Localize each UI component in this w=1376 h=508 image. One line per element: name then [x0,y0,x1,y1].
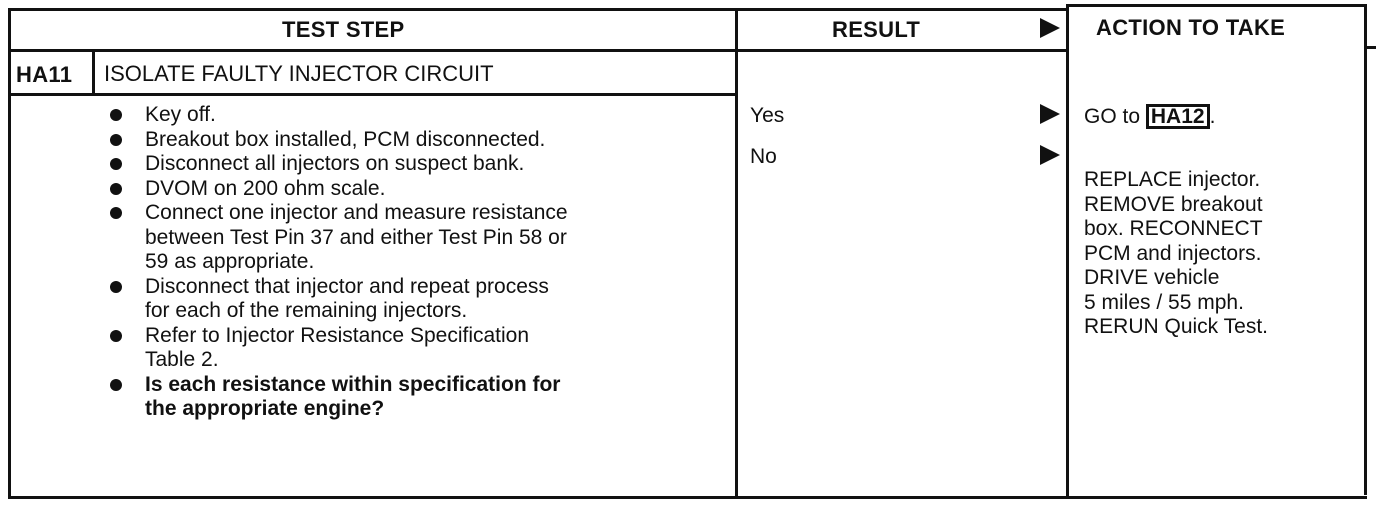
bullet-icon [110,182,122,195]
step-item-text: Connect one injector and measure resista… [145,201,568,224]
action-yes: GO to HA12. [1084,104,1215,130]
bullet-icon [110,133,122,146]
step-item-text: Refer to Injector Resistance Specificati… [145,323,530,347]
step-item-text: Disconnect all injectors on suspect bank… [145,152,525,175]
action-yes-prefix: GO to [1084,105,1141,128]
step-item-text: Disconnect that injector and repeat proc… [145,274,549,298]
code-cell-divider [92,52,95,96]
action-no-line: DRIVE vehicle [1084,266,1220,289]
step-question-text: the appropriate engine? [145,397,385,420]
step-question-text: Is each resistance within specification … [145,372,561,396]
result-yes: Yes [750,104,785,127]
right-border [1364,4,1367,495]
action-no-line: REMOVE breakout [1084,192,1263,216]
result-no-arrow-icon [1040,145,1060,165]
action-no-line: RERUN Quick Test. [1084,315,1268,338]
result-no: No [750,145,777,168]
bullet-icon [110,109,122,121]
list-item: Disconnect that injector and repeat proc… [110,275,730,324]
header-result: RESULT [832,17,921,42]
action-yes-suffix: . [1209,105,1216,128]
step-title: ISOLATE FAULTY INJECTOR CIRCUIT [104,61,494,86]
header-bottom-rule [8,49,1066,52]
bullet-icon [110,158,122,170]
column-divider-step-result [735,8,738,499]
bullet-icon [110,329,122,342]
top-border-left [8,8,1066,11]
step-reference-link[interactable]: HA12 [1145,104,1210,129]
action-no-line: PCM and injectors. [1084,241,1262,265]
bottom-border [8,496,1367,499]
list-item: Breakout box installed, PCM disconnected… [110,128,730,153]
step-title-bottom-rule [8,93,736,96]
header-test-step: TEST STEP [282,17,405,42]
list-item: Is each resistance within specification … [110,373,730,422]
step-item-text: Table 2. [145,348,219,371]
bullet-icon [110,280,122,293]
left-border [8,8,11,499]
list-item: Refer to Injector Resistance Specificati… [110,324,730,373]
step-item-text: Key off. [145,103,216,126]
action-no-line: 5 miles / 55 mph. [1084,290,1244,314]
action-no: REPLACE injector. REMOVE breakout box. R… [1084,168,1354,340]
bullet-icon [110,207,122,219]
result-yes-arrow-icon [1040,104,1060,124]
header-arrow-icon [1040,18,1060,38]
top-border-right [1066,4,1364,7]
column-divider-result-action [1066,4,1069,499]
step-item-text: DVOM on 200 ohm scale. [145,176,386,200]
step-item-text: Breakout box installed, PCM disconnected… [145,127,546,151]
header-action-to-take: ACTION TO TAKE [1096,15,1286,40]
step-item-text: 59 as appropriate. [145,250,315,273]
step-instructions: Key off. Breakout box installed, PCM dis… [110,103,730,422]
step-item-text: between Test Pin 37 and either Test Pin … [145,225,567,249]
list-item: Key off. [110,103,730,128]
list-item: Connect one injector and measure resista… [110,201,730,275]
bullet-icon [110,378,122,391]
header-bottom-rule-right [1364,46,1376,49]
action-no-line: box. RECONNECT [1084,217,1263,240]
list-item: DVOM on 200 ohm scale. [110,177,730,202]
step-item-text: for each of the remaining injectors. [145,299,468,322]
action-no-line: REPLACE injector. [1084,168,1261,191]
step-code: HA11 [16,62,73,87]
list-item: Disconnect all injectors on suspect bank… [110,152,730,177]
